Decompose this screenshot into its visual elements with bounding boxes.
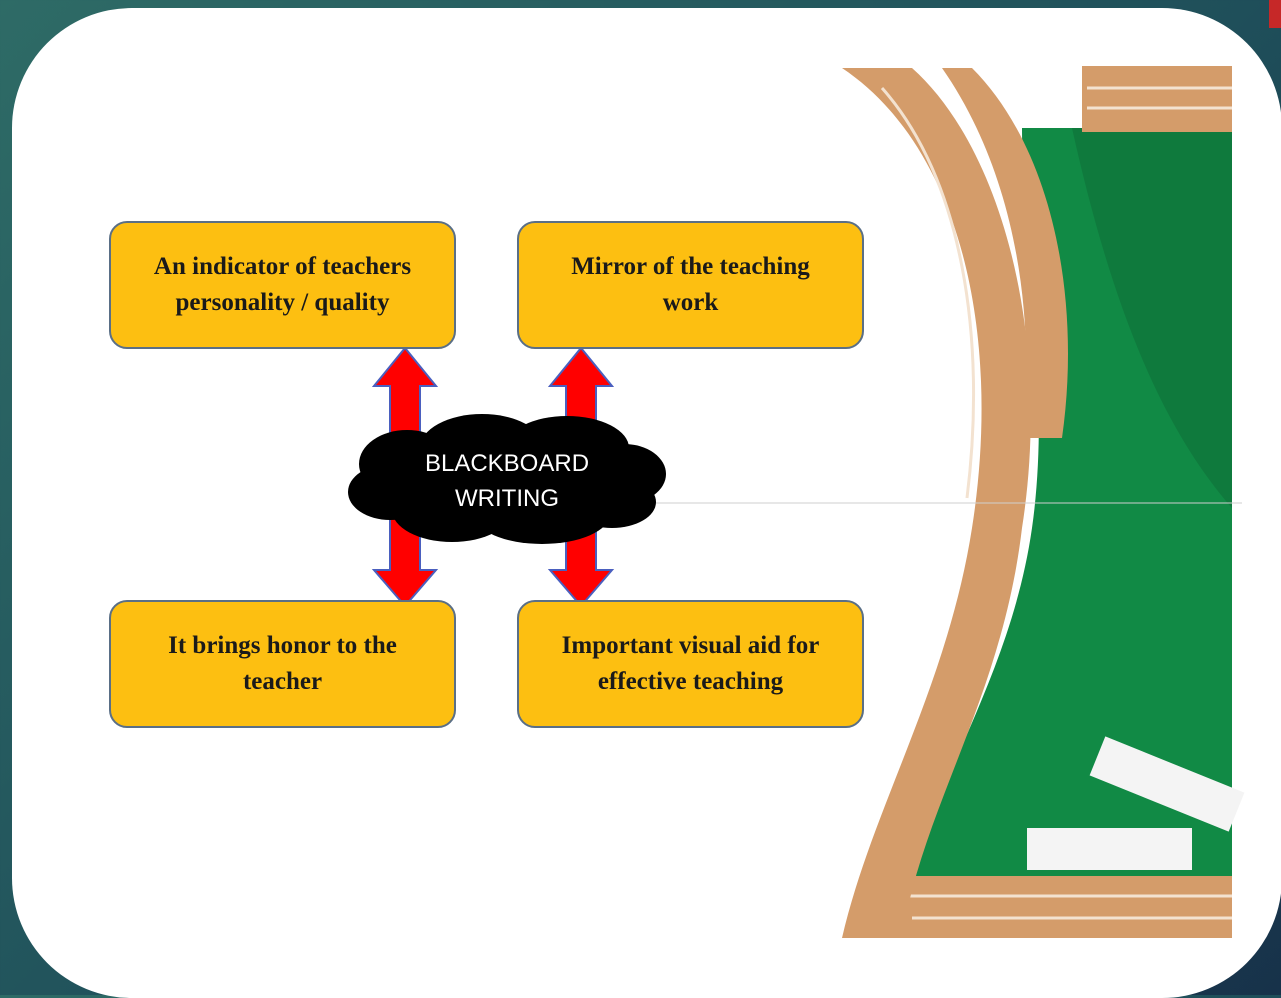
node-top-left-line2: personality / quality bbox=[175, 289, 390, 316]
node-top-left-line1: An indicator of teachers bbox=[153, 253, 412, 280]
wood-curve-inner bbox=[942, 68, 1068, 438]
wood-curve-outer bbox=[842, 68, 1031, 938]
node-bottom-right-line1: Important visual aid for bbox=[561, 632, 820, 659]
node-bottom-left-line2: teacher bbox=[242, 668, 323, 695]
center-label-line2: WRITING bbox=[455, 485, 559, 512]
arrows-layer bbox=[371, 346, 615, 608]
chalk-piece-2 bbox=[1089, 736, 1245, 832]
chalk-piece-1 bbox=[1027, 828, 1192, 870]
chalkboard-shade bbox=[1072, 128, 1232, 508]
node-top-right: Mirror of the teaching work bbox=[517, 221, 864, 349]
node-bottom-right: Important visual aid for effective teach… bbox=[517, 600, 864, 728]
chalkboard-illustration bbox=[472, 66, 1245, 938]
cloud-shape bbox=[348, 414, 666, 544]
arrow-up-left bbox=[371, 346, 439, 441]
corner-marker bbox=[1269, 0, 1281, 28]
center-label-line1: BLACKBOARD bbox=[424, 450, 590, 477]
node-bottom-left: It brings honor to the teacher bbox=[109, 600, 456, 728]
node-bottom-left-line1: It brings honor to the bbox=[168, 632, 397, 659]
node-top-left: An indicator of teachers personality / q… bbox=[109, 221, 456, 349]
node-top-right-line1: Mirror of the teaching bbox=[571, 253, 810, 280]
frame-top bbox=[1082, 66, 1232, 132]
center-concept-label: BLACKBOARD WRITING bbox=[402, 446, 612, 516]
node-bottom-right-line2: effective teaching bbox=[597, 668, 784, 695]
node-top-right-line2: work bbox=[662, 289, 719, 316]
slide-card: BLACKBOARD WRITING An indicator of teach… bbox=[12, 8, 1281, 998]
frame-bottom bbox=[892, 876, 1232, 938]
